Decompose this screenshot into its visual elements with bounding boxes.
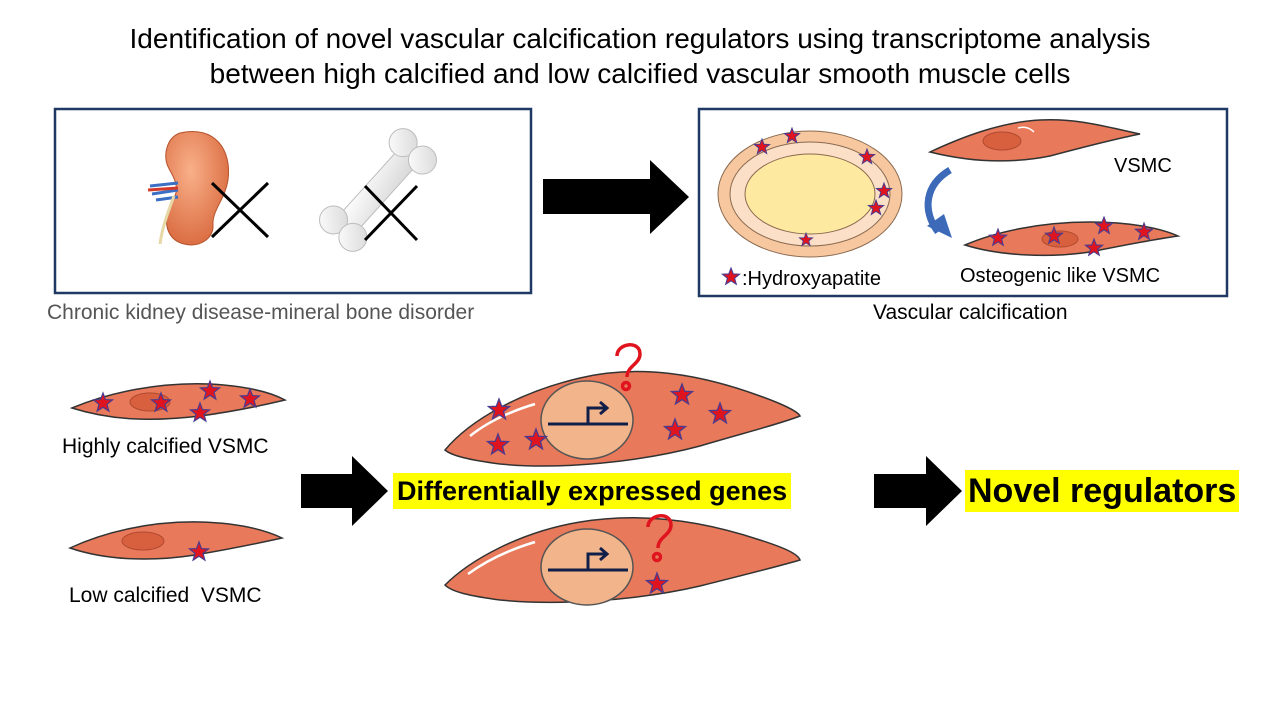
hydroxyapatite-legend-star <box>720 266 742 286</box>
low-calcified-label: Low calcified VSMC <box>69 584 262 607</box>
question-mark-icon-2 <box>646 514 673 563</box>
large-low-calcified-star <box>644 571 670 595</box>
gene-promoter-icon <box>548 400 628 426</box>
kidney-cross-icon <box>210 181 270 239</box>
vascular-calcification-caption: Vascular calcification <box>873 301 1068 324</box>
arrow-right-icon-right <box>874 456 962 526</box>
vsmc-cell <box>927 118 1141 162</box>
kidney-icon <box>147 131 230 246</box>
vsmc-label: VSMC <box>1114 155 1172 177</box>
large-low-calcified-cell <box>443 516 801 606</box>
ckd-caption: Chronic kidney disease-mineral bone diso… <box>47 301 475 324</box>
vessel-cross-section <box>717 130 903 258</box>
deg-label: Differentially expressed genes <box>393 473 792 509</box>
novel-regulators-label: Novel regulators <box>965 470 1240 512</box>
ckd-panel <box>53 107 533 295</box>
low-calcified-vsmc-cell <box>67 521 285 560</box>
large-highly-calcified-stars <box>485 382 733 456</box>
vessel-stars <box>753 126 893 247</box>
hydroxyapatite-legend: :Hydroxyapatite <box>742 268 881 290</box>
highly-calcified-label: Highly calcified VSMC <box>62 435 269 458</box>
arrow-right-icon <box>543 160 689 234</box>
osteogenic-stars <box>987 215 1155 257</box>
osteogenic-label: Osteogenic like VSMC <box>960 265 1161 287</box>
gene-promoter-icon-2 <box>548 546 628 572</box>
highly-calcified-stars <box>91 379 262 423</box>
bone-cross-icon <box>363 184 419 242</box>
question-mark-icon <box>615 343 642 392</box>
curved-arrow-icon <box>924 167 952 238</box>
bone-icon <box>319 128 437 252</box>
title-line-2: between high calcified and low calcified… <box>209 58 1071 89</box>
low-calcified-star <box>187 540 211 562</box>
title-line-1: Identification of novel vascular calcifi… <box>129 23 1151 54</box>
arrow-right-icon-middle <box>301 456 388 526</box>
